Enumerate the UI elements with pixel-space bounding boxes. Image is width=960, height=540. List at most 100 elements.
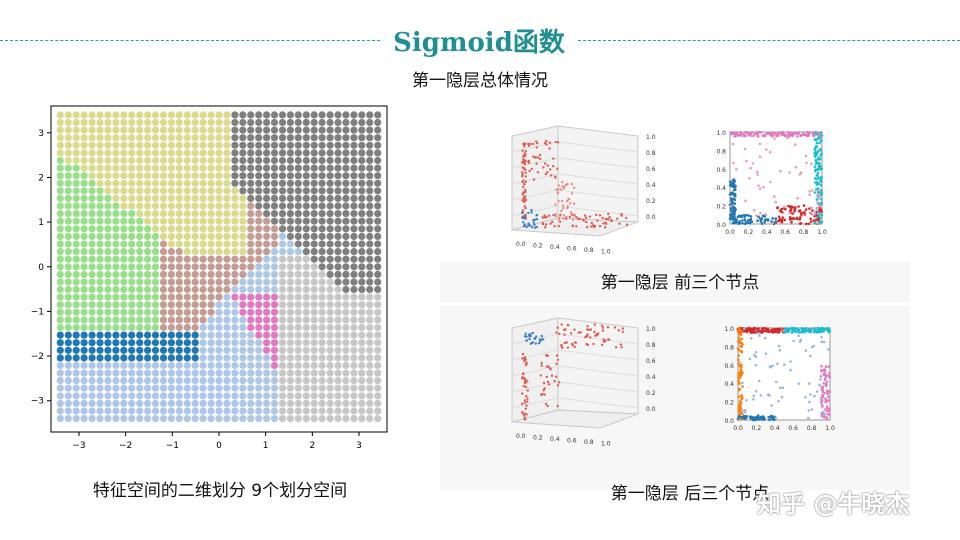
data-point [207, 187, 215, 195]
data-point [318, 316, 326, 324]
data-point [530, 211, 533, 214]
data-point [255, 369, 263, 377]
data-point [791, 131, 794, 135]
data-point [525, 404, 528, 407]
data-point [533, 337, 536, 340]
data-point [56, 172, 64, 180]
data-point [144, 194, 152, 202]
data-point [112, 399, 120, 407]
data-point [561, 180, 564, 184]
data-point [215, 141, 223, 149]
data-point [167, 377, 175, 385]
data-point [556, 404, 559, 408]
data-point [56, 285, 64, 294]
data-point [764, 352, 768, 355]
x-tick-label: 0.8 [584, 439, 594, 446]
data-point [540, 364, 543, 367]
data-point [247, 270, 255, 278]
data-point [278, 179, 287, 187]
data-point [593, 323, 596, 326]
data-point [215, 118, 223, 127]
data-point [231, 164, 239, 172]
data-point [207, 232, 215, 240]
data-point [358, 210, 366, 218]
data-point [175, 172, 183, 180]
data-point [255, 346, 263, 354]
data-point [816, 193, 820, 197]
data-point [231, 339, 239, 347]
data-point [159, 377, 168, 385]
data-point [223, 255, 231, 263]
data-point [167, 225, 175, 233]
data-point [334, 217, 342, 225]
data-point [80, 293, 88, 301]
data-point [753, 208, 756, 212]
data-point [80, 323, 88, 332]
data-point [191, 149, 199, 157]
data-point [302, 187, 310, 195]
data-point [128, 369, 136, 377]
data-point [286, 263, 294, 271]
data-point [537, 341, 541, 345]
data-point [578, 217, 582, 221]
data-point [199, 323, 207, 332]
data-point [826, 412, 829, 416]
data-point [199, 285, 207, 294]
data-point [523, 382, 527, 385]
data-point [80, 126, 88, 134]
data-point [191, 179, 199, 187]
data-point [613, 326, 617, 329]
data-point [136, 384, 144, 392]
data-point [96, 202, 104, 210]
data-point [151, 179, 160, 187]
data-point [215, 323, 223, 332]
data-point [270, 293, 279, 301]
data-point [128, 194, 136, 202]
data-point [104, 217, 112, 225]
data-point [128, 111, 136, 119]
data-point [326, 164, 334, 172]
data-point [587, 328, 591, 331]
z-tick-label: 0.4 [646, 374, 656, 381]
data-point [199, 255, 207, 263]
data-point [199, 156, 207, 165]
data-point [342, 407, 350, 415]
data-point [278, 369, 287, 377]
data-point [318, 232, 326, 240]
data-point [286, 331, 294, 339]
data-point [286, 392, 294, 400]
data-point [318, 240, 326, 248]
data-point [342, 126, 350, 134]
data-point [310, 164, 318, 172]
data-point [366, 194, 374, 202]
data-point [736, 134, 739, 137]
data-point [183, 316, 191, 324]
data-point [302, 263, 310, 271]
data-point [112, 225, 120, 233]
data-point [199, 141, 207, 149]
data-point [573, 341, 577, 344]
data-point [560, 199, 564, 203]
data-point [774, 200, 777, 204]
data-point [56, 346, 64, 354]
data-point [144, 369, 152, 377]
data-point [757, 379, 761, 383]
data-point [151, 126, 160, 134]
data-point [104, 248, 112, 256]
data-point [318, 134, 326, 142]
data-point [598, 224, 602, 228]
data-point [733, 212, 736, 216]
data-point [88, 232, 96, 240]
data-point [255, 415, 263, 423]
data-point [231, 285, 239, 294]
data-point [183, 384, 191, 392]
data-point [302, 392, 310, 400]
data-point [749, 217, 753, 221]
data-point [191, 331, 199, 339]
data-point [64, 156, 72, 165]
data-point [350, 301, 358, 309]
data-point [199, 217, 207, 225]
data-point [819, 167, 822, 170]
data-point [821, 390, 824, 393]
data-point [96, 278, 104, 286]
